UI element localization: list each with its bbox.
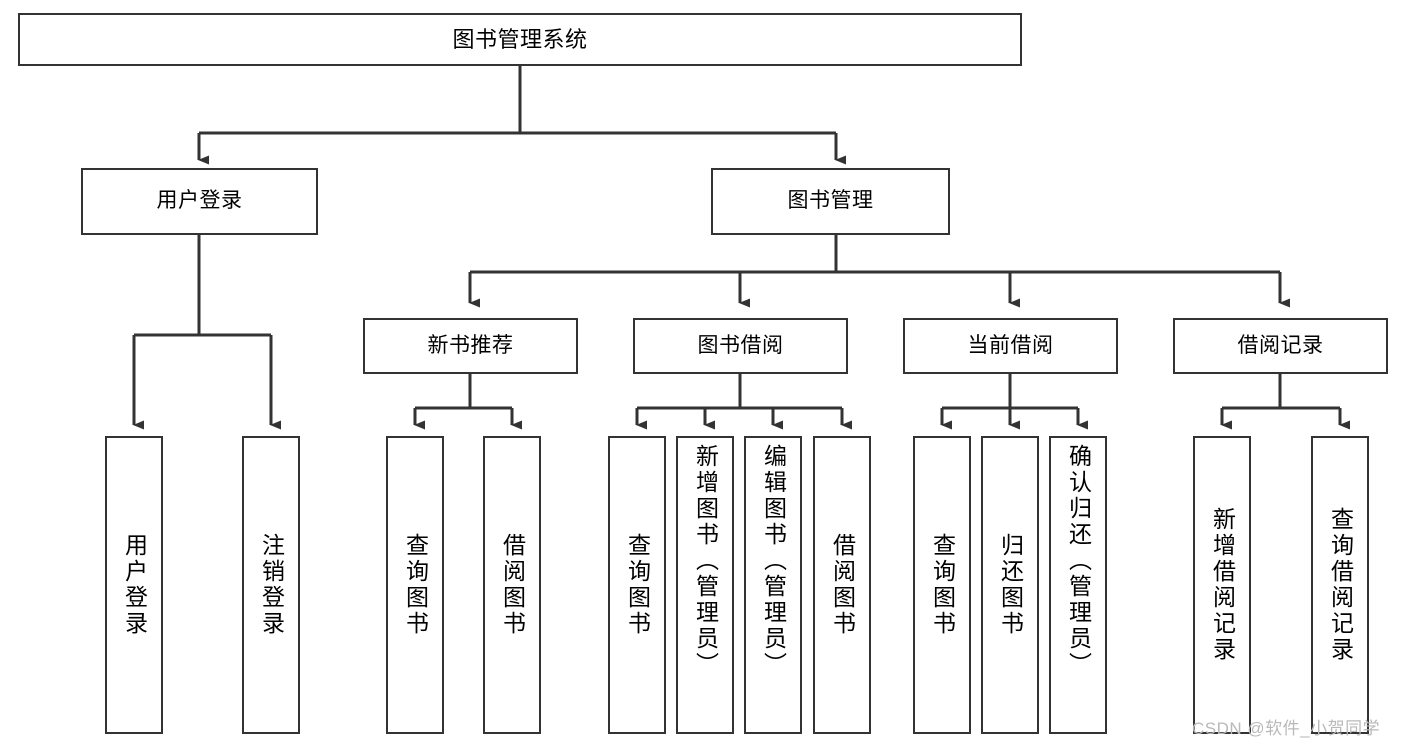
node-new-book-recommendation[interactable]: 新书推荐: [363, 318, 578, 374]
node-book-management[interactable]: 图书管理: [711, 168, 950, 235]
node-label: 归还图书: [997, 533, 1024, 637]
node-label: 借阅图书: [499, 533, 526, 637]
node-label: 编辑图书（管理员）: [760, 444, 787, 678]
leaf-edit-book-admin[interactable]: 编辑图书（管理员）: [744, 436, 802, 734]
node-label: 新增图书（管理员）: [692, 444, 719, 678]
node-user-login[interactable]: 用户登录: [81, 168, 318, 235]
leaf-query-book-1[interactable]: 查询图书: [386, 436, 444, 734]
node-label: 查询借阅记录: [1327, 507, 1354, 663]
node-label: 图书管理系统: [452, 26, 588, 52]
node-label: 查询图书: [402, 533, 429, 637]
leaf-query-book-2[interactable]: 查询图书: [608, 436, 666, 734]
node-label: 确认归还（管理员）: [1065, 444, 1092, 678]
csdn-watermark: CSDN @软件_小贺同学: [1192, 719, 1381, 738]
leaf-query-book-3[interactable]: 查询图书: [913, 436, 971, 734]
leaf-query-borrow-record[interactable]: 查询借阅记录: [1311, 436, 1369, 734]
leaf-user-login[interactable]: 用户登录: [105, 436, 163, 734]
leaf-add-book-admin[interactable]: 新增图书（管理员）: [676, 436, 734, 734]
node-label: 新增借阅记录: [1209, 507, 1236, 663]
leaf-logout[interactable]: 注销登录: [242, 436, 300, 734]
leaf-confirm-return-admin[interactable]: 确认归还（管理员）: [1049, 436, 1107, 734]
node-book-borrow[interactable]: 图书借阅: [633, 318, 848, 374]
node-label: 图书管理: [787, 189, 874, 213]
leaf-add-borrow-record[interactable]: 新增借阅记录: [1193, 436, 1251, 734]
node-label: 查询图书: [929, 533, 956, 637]
node-label: 当前借阅: [967, 333, 1054, 357]
node-label: 借阅记录: [1237, 333, 1324, 357]
node-label: 图书借阅: [697, 333, 784, 357]
node-root-system[interactable]: 图书管理系统: [18, 13, 1022, 66]
leaf-return-book[interactable]: 归还图书: [981, 436, 1039, 734]
leaf-borrow-book-1[interactable]: 借阅图书: [483, 436, 541, 734]
node-label: 查询图书: [624, 533, 651, 637]
leaf-borrow-book-2[interactable]: 借阅图书: [813, 436, 871, 734]
node-label: 用户登录: [121, 533, 148, 637]
node-current-borrow[interactable]: 当前借阅: [903, 318, 1118, 374]
node-label: 新书推荐: [427, 333, 514, 357]
node-label: 注销登录: [258, 533, 285, 637]
node-label: 用户登录: [156, 189, 243, 213]
node-label: 借阅图书: [829, 533, 856, 637]
node-borrow-record[interactable]: 借阅记录: [1173, 318, 1388, 374]
